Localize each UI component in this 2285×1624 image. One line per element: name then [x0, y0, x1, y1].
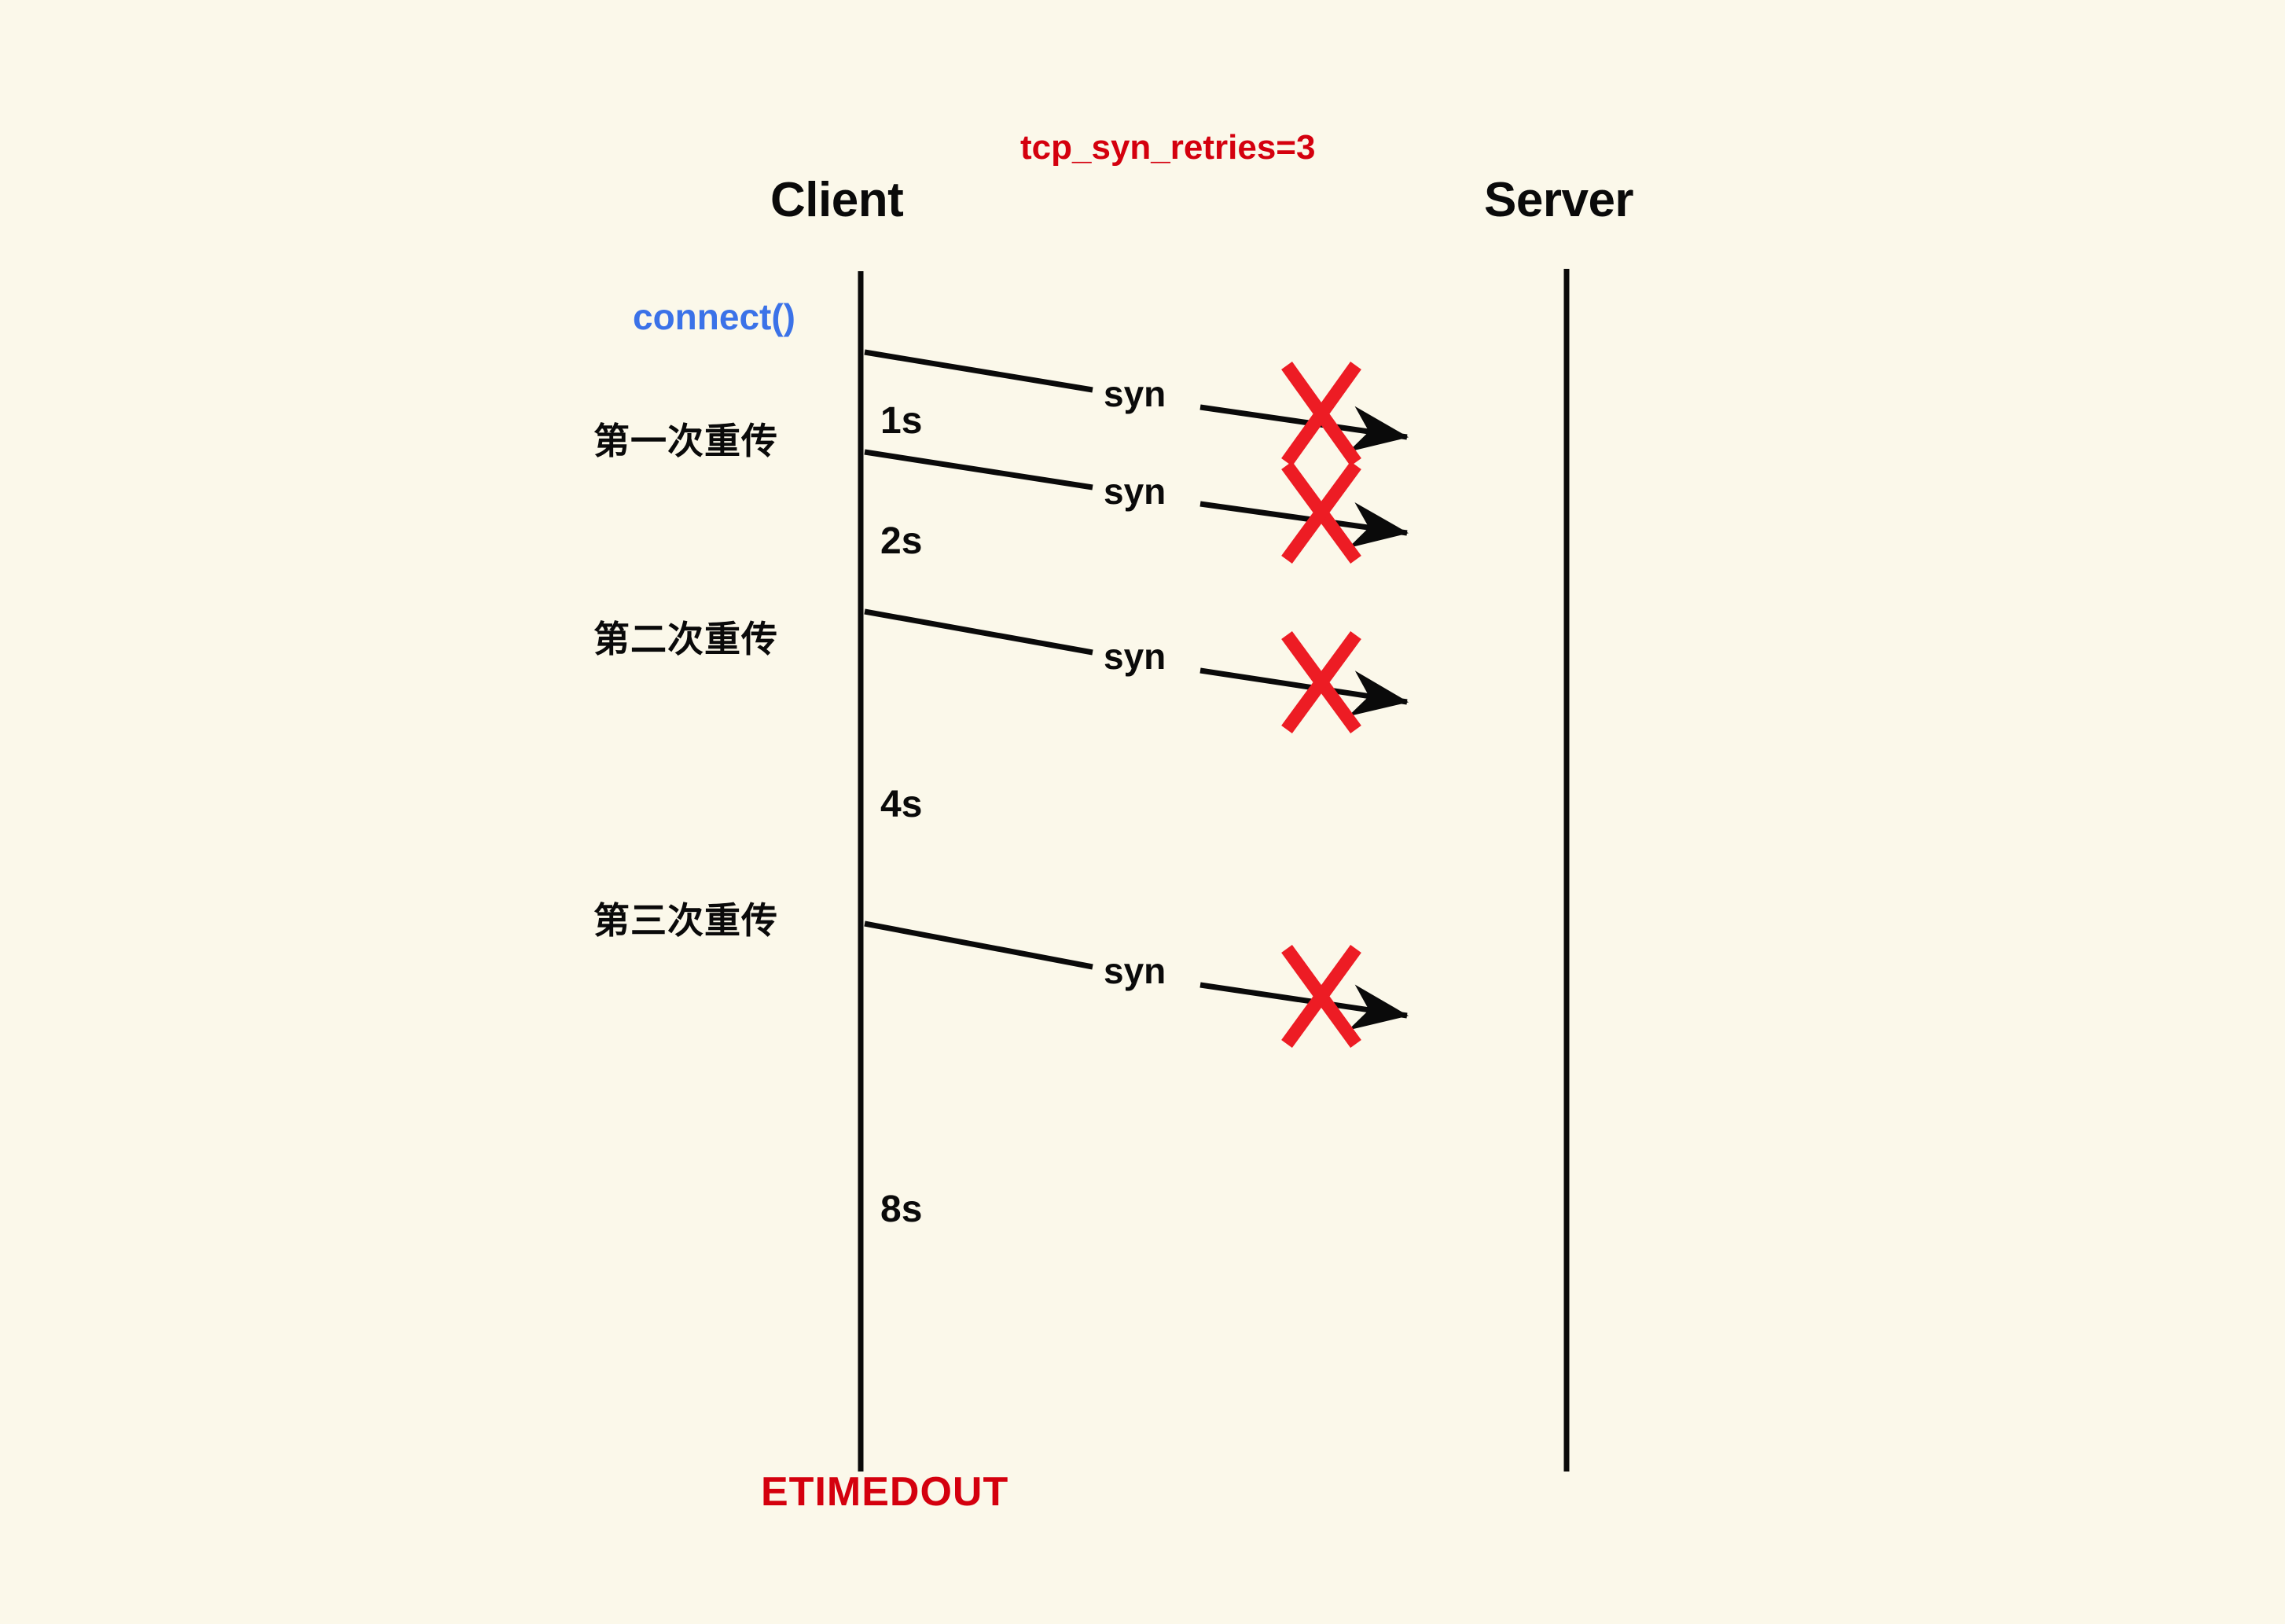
message-line-0-left	[864, 349, 1093, 393]
retry-annotation-3: 第三次重传	[593, 899, 778, 942]
drop-cross-3	[1281, 945, 1361, 1048]
drop-cross-2	[1281, 630, 1361, 734]
drop-cross-1	[1281, 461, 1361, 564]
message-arrow-3	[864, 920, 1409, 1048]
message-arrow-2	[864, 608, 1409, 734]
timeout-label-1s: 1s	[880, 400, 923, 442]
error-result-label: ETIMEDOUT	[761, 1469, 1009, 1515]
message-line-0-right	[1199, 404, 1409, 452]
timeout-label-8s: 8s	[880, 1189, 923, 1230]
actor-label-server: Server	[1484, 173, 1634, 227]
timeout-label-2s: 2s	[880, 520, 923, 562]
message-line-1-left	[864, 449, 1093, 491]
retry-annotation-1: 第一次重传	[593, 420, 778, 462]
connect-call-label: connect()	[633, 296, 795, 337]
message-label-syn-2: syn	[1104, 636, 1166, 677]
timeout-label-4s: 4s	[880, 784, 923, 825]
config-note: tcp_syn_retries=3	[1020, 128, 1316, 167]
actor-label-client: Client	[770, 173, 904, 227]
message-label-syn-0: syn	[1104, 373, 1166, 414]
message-arrow-0	[864, 349, 1409, 466]
message-line-2-left	[864, 608, 1093, 656]
retry-annotation-2: 第二次重传	[593, 618, 778, 660]
message-line-1-right	[1199, 501, 1409, 549]
message-label-syn-1: syn	[1104, 471, 1166, 512]
message-line-3-right	[1199, 982, 1409, 1031]
message-line-3-left	[864, 920, 1093, 970]
message-label-syn-3: syn	[1104, 950, 1166, 991]
message-line-2-right	[1199, 667, 1409, 717]
drop-cross-0	[1281, 362, 1361, 466]
message-arrow-1	[864, 449, 1409, 564]
